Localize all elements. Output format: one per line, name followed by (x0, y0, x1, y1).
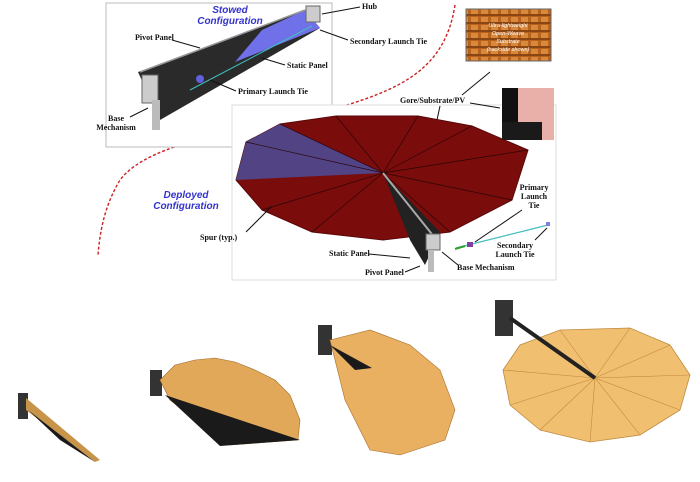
stowed-title-line2: Configuration (197, 16, 263, 27)
inset-line1: Ultra-lightweight (488, 23, 528, 29)
label-primary-launch-tie: Primary Launch Tie (238, 87, 308, 96)
stowed-title: Stowed (212, 5, 248, 16)
label-base-mechanism-deployed: Base Mechanism (457, 263, 515, 272)
deployed-configuration-panel (231, 104, 557, 281)
label-secondary-launch-tie: Launch Tie (495, 250, 535, 259)
label-pivot-panel: Pivot Panel (135, 33, 175, 42)
label-primary: Primary (520, 183, 549, 192)
label-base: Base (108, 114, 124, 123)
label-hub: Hub (362, 2, 378, 11)
pv-cell-photo (502, 88, 554, 140)
deployment-stage-3 (318, 325, 456, 456)
stowed-configuration-panel (105, 2, 333, 148)
label-base-mechanism: Mechanism (96, 123, 136, 132)
inset-line2: Open-Weave (492, 31, 524, 37)
label-static-panel-deployed: Static Panel (329, 249, 370, 258)
inset-line4: (backside shown) (487, 47, 530, 53)
substrate-photo: Ultra-lightweight Open-Weave Substrate (… (465, 8, 552, 62)
label-spur: Spur (typ.) (200, 233, 238, 242)
label-gore-substrate-pv: Gore/Substrate/PV (400, 96, 465, 105)
label-static-panel: Static Panel (287, 61, 328, 70)
label-primary-tie: Tie (529, 201, 540, 210)
label-secondary: Secondary (497, 241, 533, 250)
deployment-stage-4 (495, 300, 691, 443)
deployment-stage-1 (18, 393, 100, 462)
label-secondary-launch-tie: Secondary Launch Tie (350, 37, 428, 46)
label-pivot-panel-deployed: Pivot Panel (365, 268, 405, 277)
inset-line3: Substrate (496, 39, 520, 45)
label-primary-launch: Launch (521, 192, 548, 201)
deployed-title: Deployed (163, 190, 209, 201)
deployment-stage-2 (150, 357, 301, 446)
deployed-title-line2: Configuration (153, 201, 219, 212)
